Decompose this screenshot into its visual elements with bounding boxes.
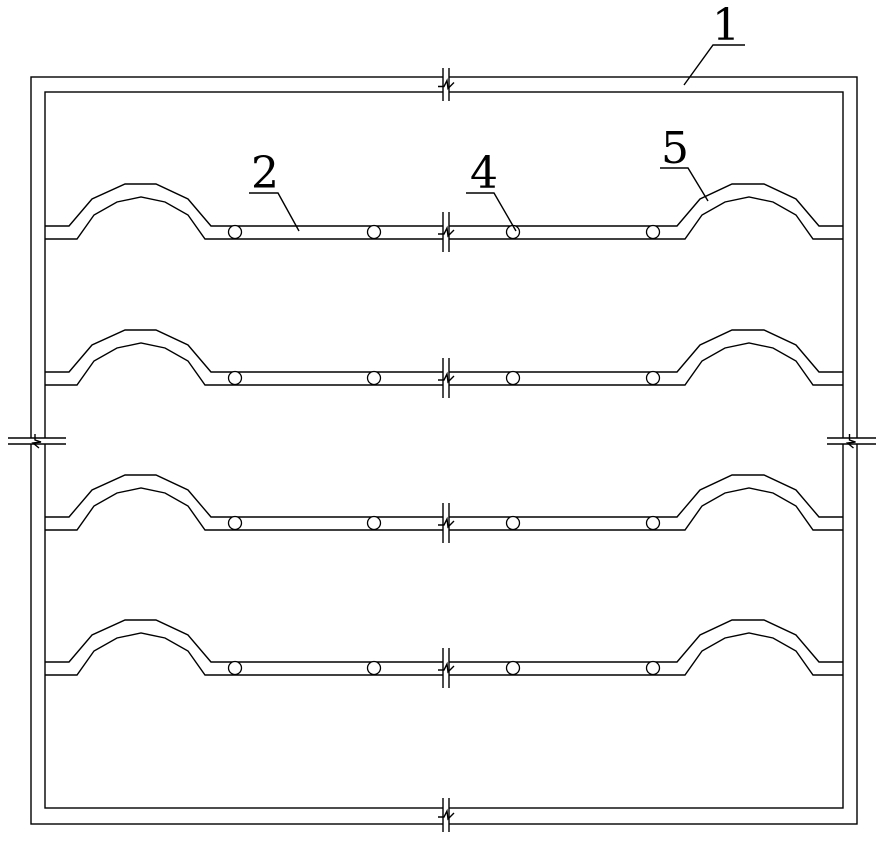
bolt-hole	[645, 660, 661, 676]
callout-bolt-label: 4	[470, 148, 498, 199]
callout-arch-leader	[660, 167, 709, 202]
bolt-hole	[645, 370, 661, 386]
bolt-hole	[227, 370, 243, 386]
callout-bolt: 4	[466, 148, 517, 232]
bolt-hole	[505, 224, 521, 240]
frame-outer-edge	[30, 76, 858, 825]
callout-frame-leader	[683, 44, 745, 86]
break-symbol	[438, 648, 455, 688]
bolt-hole	[505, 515, 521, 531]
break-symbol	[827, 434, 876, 449]
break-symbol	[438, 212, 455, 252]
callout-arch: 5	[660, 123, 709, 202]
bolt-hole	[366, 515, 382, 531]
callout-frame: 1	[683, 0, 745, 86]
bolt-hole	[227, 224, 243, 240]
break-symbols	[8, 68, 876, 832]
callout-plate-label: 2	[251, 148, 279, 199]
break-symbol	[438, 68, 455, 101]
bolt-hole	[366, 660, 382, 676]
bolt-hole	[227, 515, 243, 531]
callout-bolt-leader	[466, 192, 517, 232]
bolt-hole	[505, 370, 521, 386]
callout-frame-label: 1	[712, 0, 740, 51]
bolt-hole	[645, 224, 661, 240]
break-symbol	[438, 798, 455, 832]
break-symbol	[8, 434, 66, 449]
bolt-hole	[227, 660, 243, 676]
callout-plate-leader	[249, 192, 300, 232]
bolt-hole	[645, 515, 661, 531]
bolt-hole	[366, 370, 382, 386]
break-symbol	[438, 358, 455, 398]
callouts: 1 2 4 5	[249, 0, 745, 232]
outer-frame	[30, 76, 858, 825]
frame-inner-edge	[44, 91, 844, 809]
callout-plate: 2	[249, 148, 300, 232]
plate-rows	[45, 183, 843, 676]
bolt-hole	[366, 224, 382, 240]
break-symbol	[438, 503, 455, 543]
bolt-hole	[505, 660, 521, 676]
callout-arch-label: 5	[661, 123, 689, 174]
